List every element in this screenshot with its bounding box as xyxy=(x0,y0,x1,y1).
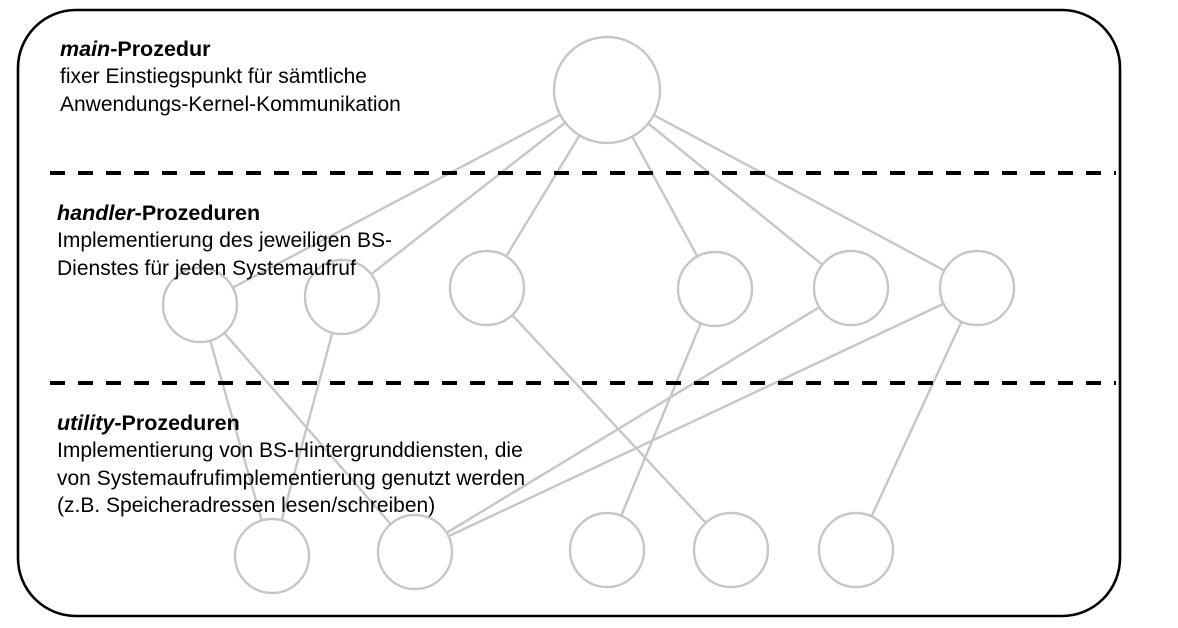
section-handler: handler-Prozeduren Implementierung des j… xyxy=(57,200,392,282)
section-main: main-Prozedur fixer Einstiegspunkt für s… xyxy=(60,36,401,118)
graph-edge-m1-h6 xyxy=(652,113,946,272)
graph-node-h6 xyxy=(938,249,1016,327)
graph-edge-h2-u1 xyxy=(280,331,334,522)
section-handler-title: handler-Prozeduren xyxy=(57,200,392,227)
graph-edges xyxy=(209,113,963,538)
graph-edge-h6-u2 xyxy=(447,302,945,538)
graph-node-m1 xyxy=(552,35,662,145)
diagram-frame xyxy=(16,8,1122,618)
graph-nodes xyxy=(161,35,1016,595)
graph-edge-h6-u5 xyxy=(870,320,963,518)
graph-node-u1 xyxy=(233,517,311,595)
graph-edge-h5-u2 xyxy=(445,305,821,535)
section-main-keyword: main xyxy=(60,37,111,61)
graph-node-h4 xyxy=(676,250,754,328)
graph-edge-m1-h1 xyxy=(231,113,562,289)
section-handler-description: Implementierung des jeweiligen BS- Diens… xyxy=(57,229,393,280)
graph-node-u3 xyxy=(568,511,646,589)
graph-node-h2 xyxy=(303,258,381,336)
graph-node-h5 xyxy=(812,249,890,327)
section-main-description: fixer Einstiegspunkt für sämtliche Anwen… xyxy=(60,65,401,116)
graph-edge-m1-h5 xyxy=(646,122,824,266)
graph-edge-h3-u4 xyxy=(511,313,707,525)
graph-edge-m1-h3 xyxy=(504,134,581,258)
graph-node-u4 xyxy=(692,511,770,589)
section-handler-keyword: handler xyxy=(57,201,135,225)
section-handler-title-suffix: -Prozeduren xyxy=(134,201,261,225)
graph-node-h3 xyxy=(448,249,526,327)
graph-edge-m1-h2 xyxy=(369,121,567,276)
section-main-title-suffix: -Prozedur xyxy=(110,37,211,61)
section-utility: utility-Prozeduren Implementierung von B… xyxy=(57,410,525,520)
graph-node-h1 xyxy=(161,266,239,344)
diagram-frame-outline xyxy=(16,8,1122,618)
graph-edge-h4-u3 xyxy=(619,321,703,518)
graph-edge-h1-u1 xyxy=(209,339,263,522)
section-utility-title-suffix: -Prozeduren xyxy=(114,411,240,435)
graph-node-u2 xyxy=(376,513,454,591)
section-utility-description: Implementierung von BS-Hintergrunddienst… xyxy=(57,439,526,517)
section-utility-keyword: utility xyxy=(57,411,115,435)
section-utility-title: utility-Prozeduren xyxy=(57,410,525,437)
section-main-title: main-Prozedur xyxy=(60,36,401,63)
graph-edge-m1-h4 xyxy=(631,135,699,258)
layer-dividers xyxy=(50,171,1116,385)
graph-node-u5 xyxy=(817,511,895,589)
